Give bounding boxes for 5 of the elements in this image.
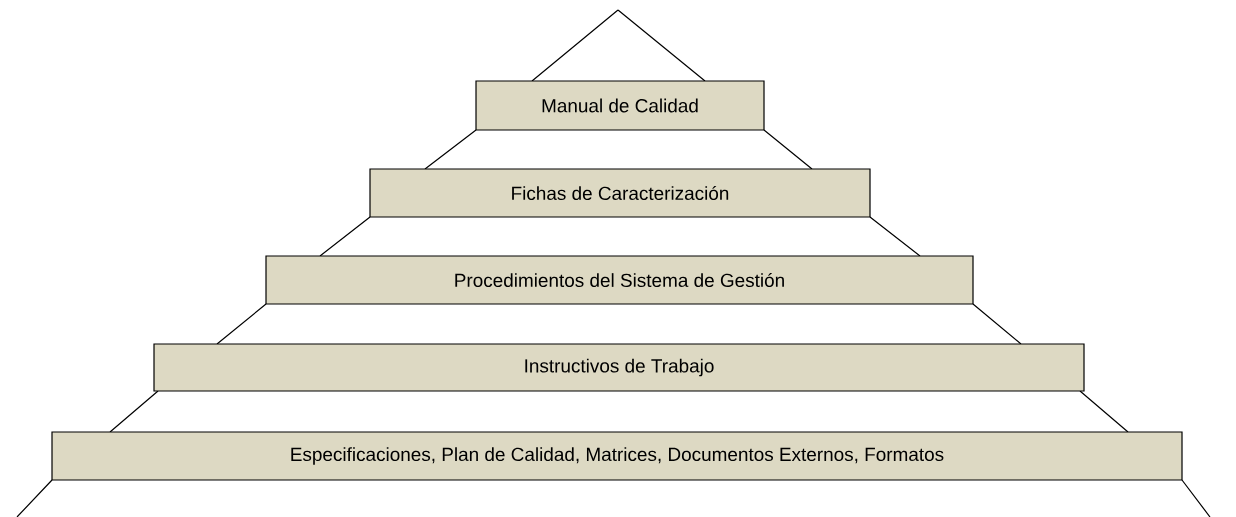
- level-box: Instructivos de Trabajo: [153, 343, 1085, 392]
- level-box: Procedimientos del Sistema de Gestión: [265, 255, 974, 305]
- level-box: Especificaciones, Plan de Calidad, Matrices, Documentos Externos, Formatos: [51, 431, 1183, 481]
- level-box: Fichas de Caracterización: [369, 168, 871, 218]
- level-box: Manual de Calidad: [475, 80, 765, 131]
